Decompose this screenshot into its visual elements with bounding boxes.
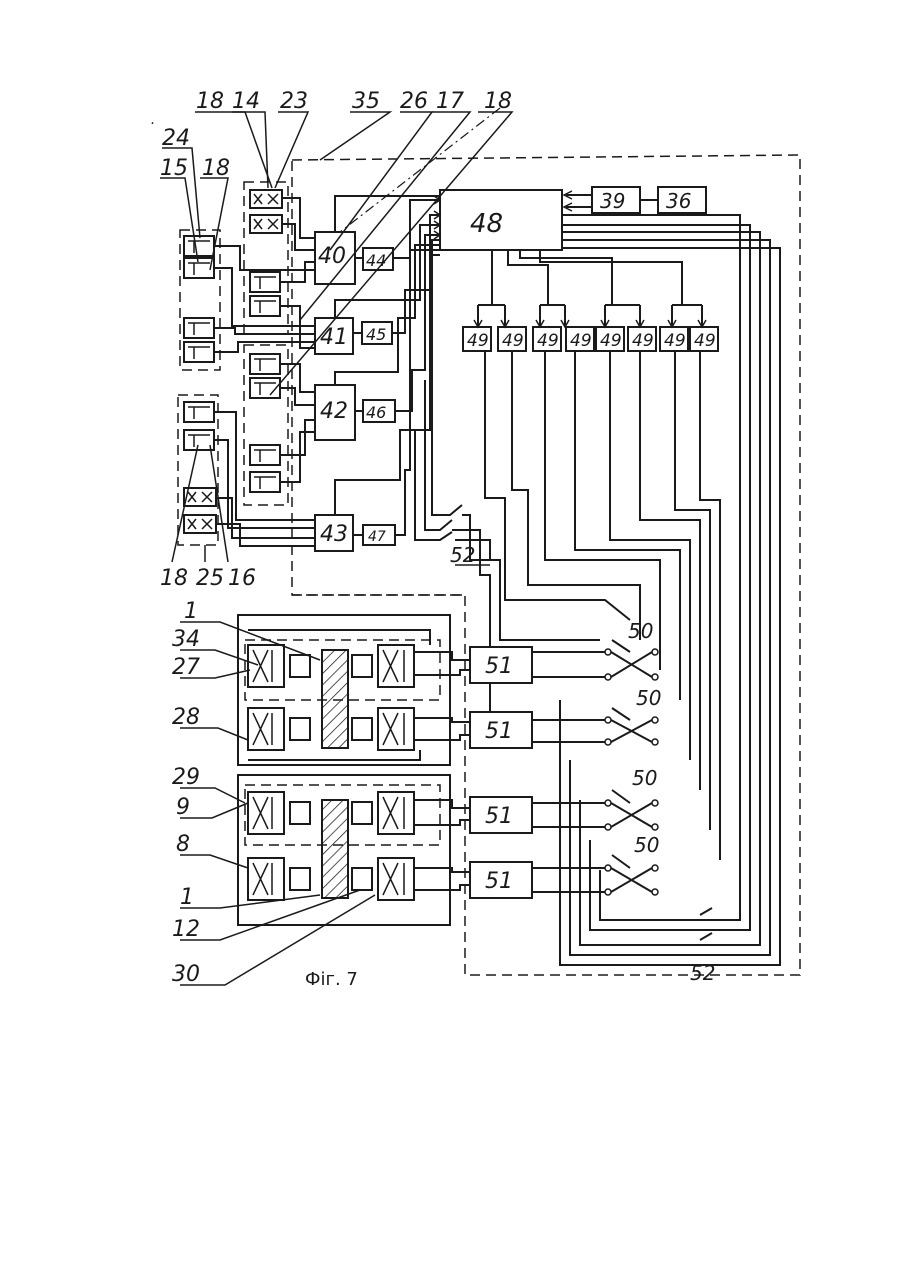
svg-text:49: 49	[600, 331, 622, 351]
callout-1-b: 1	[180, 885, 194, 910]
svg-text:51: 51	[485, 654, 513, 679]
callout-15: 15	[160, 156, 188, 181]
switch-50-4: 50	[605, 833, 659, 895]
enclosure-35-outline	[292, 155, 800, 975]
block-43-label: 43	[320, 522, 348, 547]
block-39: 39	[592, 187, 640, 213]
block-49-3: 49	[533, 327, 561, 351]
svg-text:49: 49	[632, 331, 654, 351]
callout-18-b: 18	[484, 89, 512, 114]
callout-14: 14	[232, 89, 260, 114]
block-44-label: 44	[366, 251, 386, 270]
callout-28: 28	[172, 705, 200, 730]
callout-29: 29	[172, 765, 200, 790]
svg-text:50: 50	[636, 686, 661, 710]
svg-text:·: ·	[150, 116, 154, 132]
svg-text:50: 50	[634, 833, 659, 857]
svg-text:51: 51	[485, 804, 513, 829]
callout-52-b: 52	[690, 961, 715, 985]
switch-50-3: 50	[605, 766, 658, 830]
block-43: 43	[315, 515, 353, 551]
callout-27: 27	[172, 655, 200, 680]
block-49-7: 49	[660, 327, 688, 351]
callout-18-d: 18	[160, 566, 188, 591]
block-47: 47	[363, 525, 395, 545]
block-46: 46	[363, 400, 395, 422]
block-47-label: 47	[368, 529, 386, 545]
block-49-2: 49	[498, 327, 526, 351]
callout-18-a: 18	[196, 89, 224, 114]
callout-12: 12	[172, 917, 200, 942]
svg-text:49: 49	[570, 331, 592, 351]
block-51-3: 51	[470, 797, 532, 833]
callout-26: 26	[400, 89, 428, 114]
block-44: 44	[363, 248, 393, 270]
svg-text:49: 49	[694, 331, 716, 351]
block-51-4: 51	[470, 862, 532, 898]
gear-rack-lower	[322, 800, 348, 898]
callout-30: 30	[172, 962, 200, 987]
block-49-5: 49	[596, 327, 624, 351]
callout-24: 24	[162, 126, 190, 151]
callout-25: 25	[196, 566, 224, 591]
block-45: 45	[362, 322, 392, 344]
block-36-label: 36	[666, 189, 691, 213]
svg-text:49: 49	[502, 331, 524, 351]
callout-23: 23	[280, 89, 308, 114]
callout-35: 35	[352, 89, 380, 114]
block-41-label: 41	[320, 325, 348, 350]
block-39-label: 39	[600, 189, 625, 213]
block-49-6: 49	[628, 327, 656, 351]
svg-text:49: 49	[664, 331, 686, 351]
svg-text:50: 50	[632, 766, 657, 790]
switch-50-1: 50	[605, 619, 658, 680]
callout-34: 34	[172, 627, 200, 652]
gear-rack-upper	[322, 650, 348, 748]
block-51-2: 51	[470, 712, 532, 748]
block-48-label: 48	[470, 209, 503, 239]
callout-1-a: 1	[184, 599, 198, 624]
svg-text:51: 51	[485, 869, 513, 894]
block-42-label: 42	[320, 399, 348, 424]
block-48: 48	[440, 190, 562, 250]
callout-8: 8	[176, 832, 190, 857]
svg-text:50: 50	[628, 619, 653, 643]
block-49-4: 49	[566, 327, 594, 351]
block-46-label: 46	[366, 403, 386, 422]
block-45-label: 45	[366, 325, 386, 344]
callout-16: 16	[228, 566, 256, 591]
block-51-1: 51	[470, 647, 532, 683]
callout-17: 17	[436, 89, 464, 114]
block-42: 42	[315, 385, 355, 440]
block-36: 36	[658, 187, 706, 213]
callout-52-a: 52	[450, 543, 475, 567]
svg-text:49: 49	[537, 331, 559, 351]
block-49-1: 49	[463, 327, 491, 351]
callout-18-c: 18	[202, 156, 230, 181]
blocks-49-row: 49 49 49 49 49 49 49 49	[463, 327, 718, 351]
svg-text:49: 49	[467, 331, 489, 351]
figure-caption: Фіг. 7	[305, 969, 358, 990]
callout-9: 9	[176, 795, 190, 820]
switch-50-2: 50	[605, 686, 661, 745]
block-49-8: 49	[690, 327, 718, 351]
svg-text:51: 51	[485, 719, 513, 744]
